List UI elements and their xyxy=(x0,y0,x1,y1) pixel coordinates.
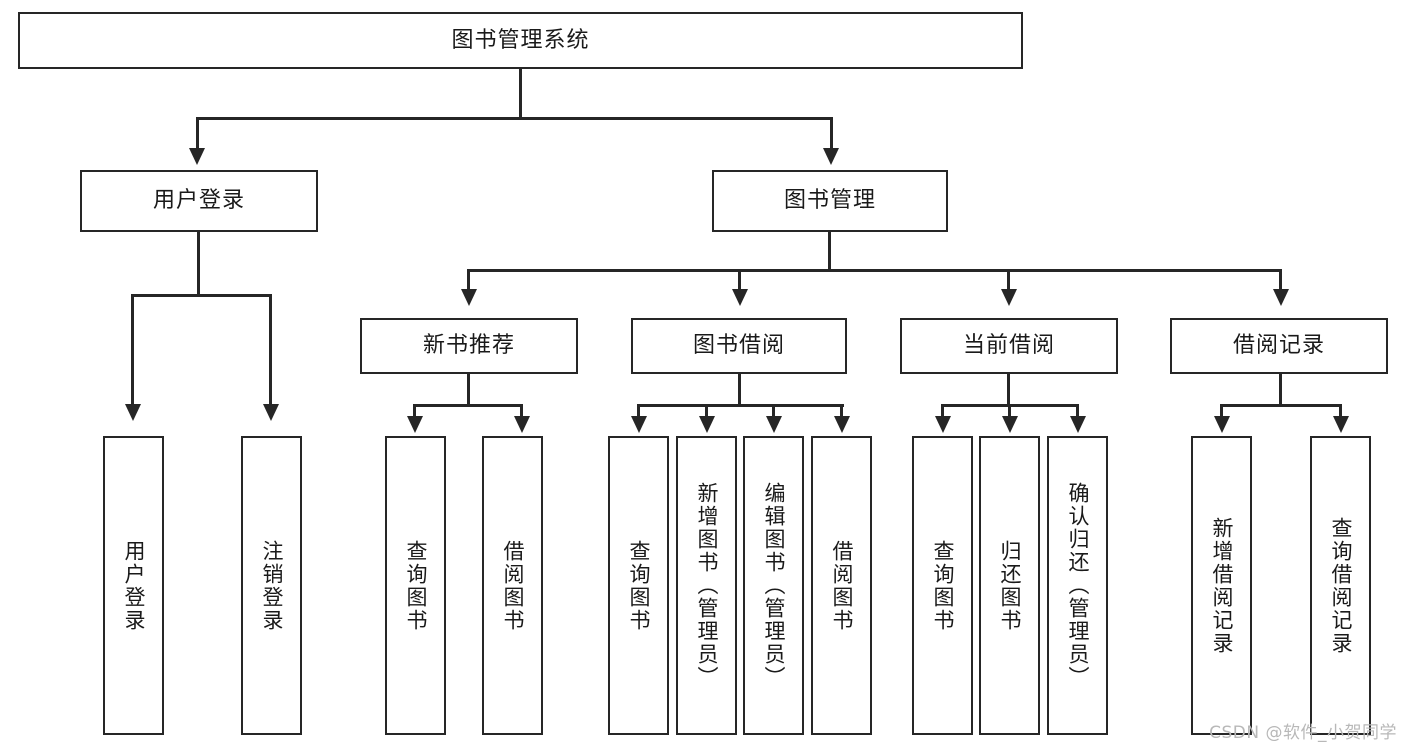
watermark-text: CSDN @软件_小贺同学 xyxy=(1209,723,1397,743)
node-label: 确认归还（管理员） xyxy=(1065,482,1090,689)
leaf-book-borrow-edit[interactable]: 编辑图书（管理员） xyxy=(743,436,804,735)
edge-level3-bus xyxy=(467,269,1282,272)
node-label: 新增图书（管理员） xyxy=(694,482,719,689)
leaf-borrow-record-query[interactable]: 查询借阅记录 xyxy=(1310,436,1371,735)
edge-drop-bb-1 xyxy=(637,404,640,418)
leaf-current-borrow-return[interactable]: 归还图书 xyxy=(979,436,1040,735)
node-label: 注销登录 xyxy=(259,539,284,632)
node-user-login[interactable]: 用户登录 xyxy=(80,170,318,232)
leaf-current-borrow-query[interactable]: 查询图书 xyxy=(912,436,973,735)
node-label: 编辑图书（管理员） xyxy=(761,482,786,689)
edge-drop-new-book xyxy=(467,269,470,291)
leaf-new-book-query[interactable]: 查询图书 xyxy=(385,436,446,735)
arrow-book-borrow xyxy=(732,289,748,306)
edge-drop-bb-4 xyxy=(840,404,843,418)
node-label: 图书管理系统 xyxy=(451,27,590,53)
node-root-system[interactable]: 图书管理系统 xyxy=(18,12,1023,69)
edge-borrow-record-bus xyxy=(1220,404,1342,407)
arrow-leaf-user-login-1 xyxy=(125,404,141,421)
edge-drop-bb-2 xyxy=(705,404,708,418)
arrow-cb-3 xyxy=(1070,416,1086,433)
edge-drop-borrow-record xyxy=(1279,269,1282,291)
edge-drop-book-borrow xyxy=(738,269,741,291)
arrow-br-1 xyxy=(1214,416,1230,433)
edge-new-book-stem xyxy=(467,374,470,406)
edge-drop-cb-2 xyxy=(1008,404,1011,418)
node-label: 用户登录 xyxy=(152,188,245,214)
edge-drop-bb-3 xyxy=(772,404,775,418)
arrow-bb-1 xyxy=(631,416,647,433)
node-label: 归还图书 xyxy=(997,539,1022,632)
leaf-new-book-borrow[interactable]: 借阅图书 xyxy=(482,436,543,735)
edge-new-book-bus xyxy=(413,404,523,407)
node-label: 用户登录 xyxy=(121,539,146,632)
node-new-book-recommend[interactable]: 新书推荐 xyxy=(360,318,578,374)
edge-current-borrow-stem xyxy=(1007,374,1010,406)
edge-user-login-stem xyxy=(197,232,200,296)
edge-drop-cb-1 xyxy=(941,404,944,418)
edge-drop-cb-3 xyxy=(1076,404,1079,418)
node-label: 查询图书 xyxy=(930,539,955,632)
edge-user-login-bus xyxy=(131,294,270,297)
leaf-current-borrow-confirm-return[interactable]: 确认归还（管理员） xyxy=(1047,436,1108,735)
arrow-leaf-user-login-2 xyxy=(263,404,279,421)
leaf-book-borrow-borrow[interactable]: 借阅图书 xyxy=(811,436,872,735)
arrow-cb-1 xyxy=(935,416,951,433)
arrow-borrow-record xyxy=(1273,289,1289,306)
node-label: 新增借阅记录 xyxy=(1209,516,1234,655)
leaf-book-borrow-query[interactable]: 查询图书 xyxy=(608,436,669,735)
edge-level2-bus xyxy=(196,117,833,120)
arrow-new-book xyxy=(461,289,477,306)
edge-drop-nb-2 xyxy=(520,404,523,418)
edge-book-borrow-bus xyxy=(637,404,844,407)
edge-drop-user-login xyxy=(196,117,199,150)
node-label: 查询图书 xyxy=(403,539,428,632)
edge-drop-book-manage xyxy=(830,117,833,150)
leaf-borrow-record-add[interactable]: 新增借阅记录 xyxy=(1191,436,1252,735)
node-label: 图书借阅 xyxy=(692,333,785,359)
node-label: 借阅图书 xyxy=(500,539,525,632)
node-current-borrow[interactable]: 当前借阅 xyxy=(900,318,1118,374)
arrow-bb-2 xyxy=(699,416,715,433)
edge-drop-br-1 xyxy=(1220,404,1223,418)
edge-drop-leaf-user-login-2 xyxy=(269,294,272,406)
arrow-nb-1 xyxy=(407,416,423,433)
edge-root-stem xyxy=(519,69,522,119)
node-borrow-record[interactable]: 借阅记录 xyxy=(1170,318,1388,374)
leaf-book-borrow-add[interactable]: 新增图书（管理员） xyxy=(676,436,737,735)
arrow-br-2 xyxy=(1333,416,1349,433)
arrow-cb-2 xyxy=(1002,416,1018,433)
node-label: 借阅图书 xyxy=(829,539,854,632)
arrow-bb-3 xyxy=(766,416,782,433)
edge-drop-nb-1 xyxy=(413,404,416,418)
node-label: 新书推荐 xyxy=(422,333,515,359)
edge-drop-current-borrow xyxy=(1007,269,1010,291)
arrow-book-manage xyxy=(823,148,839,165)
arrow-user-login xyxy=(189,148,205,165)
edge-drop-br-2 xyxy=(1339,404,1342,418)
node-label: 查询借阅记录 xyxy=(1328,516,1353,655)
node-book-borrow[interactable]: 图书借阅 xyxy=(631,318,847,374)
node-book-management[interactable]: 图书管理 xyxy=(712,170,948,232)
arrow-nb-2 xyxy=(514,416,530,433)
node-label: 查询图书 xyxy=(626,539,651,632)
leaf-user-login-logout[interactable]: 注销登录 xyxy=(241,436,302,735)
edge-drop-leaf-user-login-1 xyxy=(131,294,134,406)
arrow-bb-4 xyxy=(834,416,850,433)
node-label: 图书管理 xyxy=(783,188,876,214)
edge-book-borrow-stem xyxy=(738,374,741,406)
node-label: 当前借阅 xyxy=(962,333,1055,359)
edge-book-manage-stem xyxy=(828,232,831,272)
node-label: 借阅记录 xyxy=(1232,333,1325,359)
edge-borrow-record-stem xyxy=(1279,374,1282,406)
arrow-current-borrow xyxy=(1001,289,1017,306)
leaf-user-login-login[interactable]: 用户登录 xyxy=(103,436,164,735)
